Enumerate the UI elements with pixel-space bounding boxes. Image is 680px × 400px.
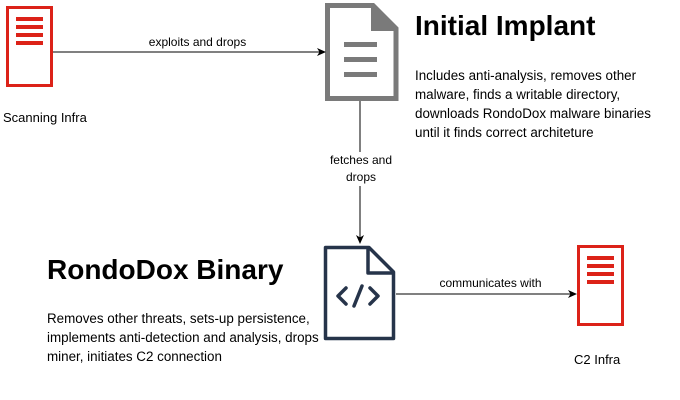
edge-label-fetches-and-drops: fetches and drops [320,152,402,186]
edge-label-communicates-with: communicates with [423,275,558,292]
c2-infra-server-icon [577,245,624,326]
scanning-infra-label: Scanning Infra [3,110,87,125]
initial-implant-description: Includes anti-analysis, removes other ma… [415,68,651,140]
c2-infra-label: C2 Infra [574,352,621,367]
rondodox-binary-title: RondoDox Binary [47,254,284,285]
initial-implant-document-icon [325,3,399,101]
rondodox-binary-code-file-icon [323,245,396,341]
scanning-infra-server-icon [6,6,53,87]
edge-label-exploits-and-drops: exploits and drops [125,34,270,51]
initial-implant-title: Initial Implant [415,10,596,41]
rondodox-binary-description: Removes other threats, sets-up persisten… [47,311,319,364]
